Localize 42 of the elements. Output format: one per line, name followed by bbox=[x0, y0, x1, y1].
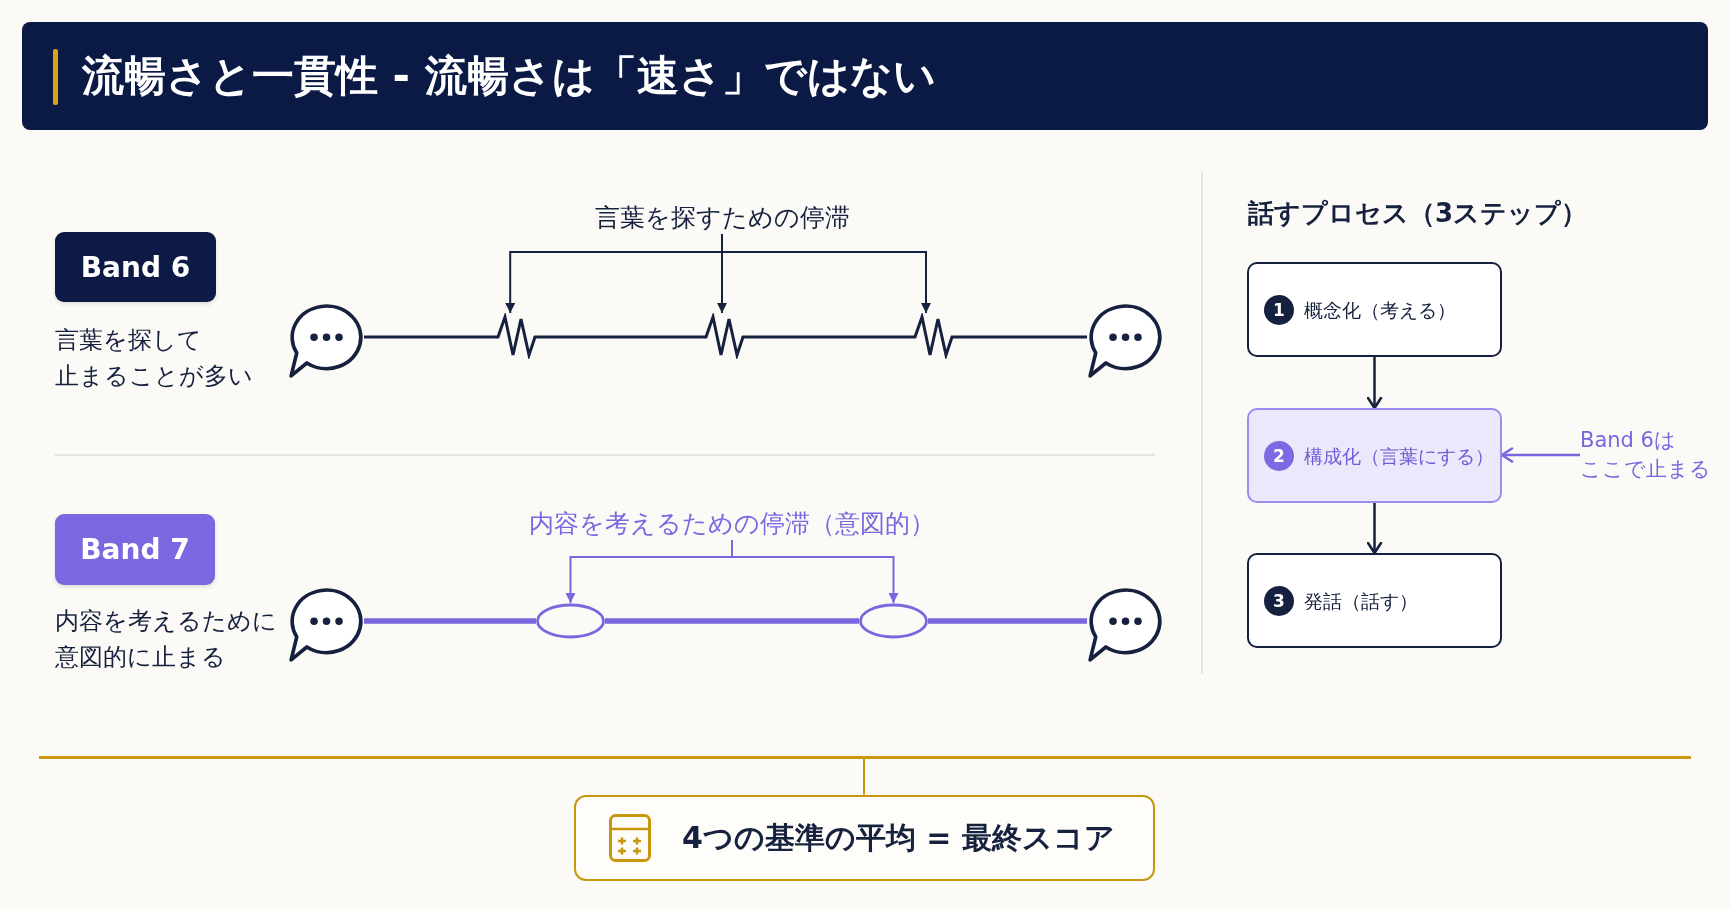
speech-bubble-icon bbox=[1087, 587, 1163, 663]
pause-caption: 言葉を探すための停滞 bbox=[594, 202, 850, 234]
score-text: 4つの基準の平均 = 最終スコア bbox=[682, 819, 1115, 857]
process-box bbox=[1247, 553, 1502, 648]
speech-bubble-icon bbox=[288, 587, 364, 663]
step-number: 2 bbox=[1264, 440, 1294, 471]
speech-bubble-icon bbox=[1087, 303, 1163, 379]
connector-line bbox=[863, 758, 865, 796]
speech-bubble-icon bbox=[288, 303, 364, 379]
timeline-line bbox=[364, 335, 488, 339]
process-box bbox=[1247, 408, 1502, 503]
oval-icon bbox=[859, 603, 928, 639]
arrow bbox=[1366, 357, 1383, 410]
band-description: 言葉を探して止まることが多い bbox=[55, 325, 253, 392]
oval-icon bbox=[536, 603, 605, 639]
band-tag: Band 6 bbox=[55, 232, 216, 302]
step-label: 発話（話す） bbox=[1304, 588, 1418, 613]
process-box bbox=[1247, 262, 1502, 357]
step-label: 構成化（言葉にする） bbox=[1304, 443, 1494, 468]
band-description: 内容を考えるために意図的に止まる bbox=[55, 606, 277, 673]
note-text: Band 6はここで止まる bbox=[1580, 426, 1711, 484]
arrow bbox=[1366, 503, 1383, 555]
bracket-arrow bbox=[721, 233, 931, 314]
step-number: 1 bbox=[1264, 294, 1294, 325]
timeline-line bbox=[756, 335, 905, 339]
horizontal-rule bbox=[39, 756, 1691, 759]
timeline-line bbox=[605, 618, 859, 624]
timeline-line bbox=[548, 335, 696, 339]
zigzag-icon bbox=[488, 313, 548, 359]
timeline-line bbox=[965, 335, 1087, 339]
timeline-line bbox=[928, 618, 1087, 624]
pause-caption: 内容を考えるための停滞（意図的） bbox=[529, 508, 935, 540]
zigzag-icon bbox=[696, 313, 756, 359]
step-number: 3 bbox=[1264, 585, 1294, 616]
summary-box bbox=[574, 795, 1155, 881]
band-tag: Band 7 bbox=[55, 514, 215, 585]
timeline-line bbox=[364, 618, 536, 624]
step-label: 概念化（考える） bbox=[1304, 297, 1456, 322]
page-title: 流暢さと一貫性 - 流暢さは「速さ」ではない bbox=[82, 50, 936, 102]
arrow bbox=[1500, 447, 1580, 463]
section-heading: 話すプロセス（3ステップ） bbox=[1248, 197, 1588, 230]
zigzag-icon bbox=[905, 313, 965, 359]
